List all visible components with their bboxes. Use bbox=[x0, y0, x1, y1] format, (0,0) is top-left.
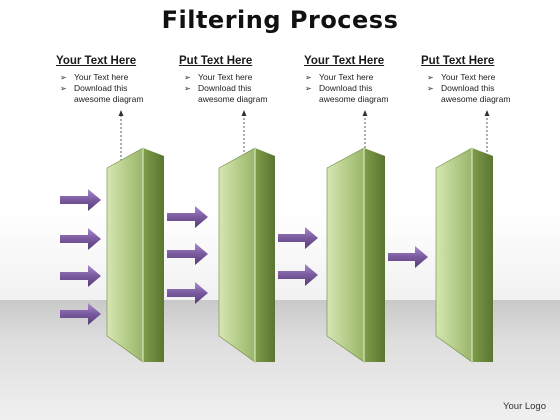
bullet-arrow-icon: ➢ bbox=[60, 73, 67, 82]
bullet-item: ➢Download this awesome diagram bbox=[305, 83, 389, 104]
column-2-bullets: ➢Your Text here ➢Download this awesome d… bbox=[182, 72, 282, 105]
bullet-item: ➢Download this awesome diagram bbox=[60, 83, 144, 104]
filter-panel-3 bbox=[326, 147, 385, 363]
flow-arrow-icon bbox=[167, 206, 208, 228]
bullet-arrow-icon: ➢ bbox=[184, 73, 191, 82]
flow-arrow-icon bbox=[278, 264, 318, 286]
bullet-item: ➢Download this awesome diagram bbox=[427, 83, 511, 104]
column-4-bullets: ➢Your Text here ➢Download this awesome d… bbox=[425, 72, 525, 105]
column-3-heading: Your Text Here bbox=[304, 55, 385, 67]
bullet-item: ➢Your Text here bbox=[305, 72, 374, 82]
column-1-bullets: ➢Your Text here ➢Download this awesome d… bbox=[58, 72, 158, 105]
bullet-item: ➢Your Text here bbox=[427, 72, 496, 82]
bullet-item: ➢Your Text here bbox=[184, 72, 253, 82]
arrow-group-2 bbox=[167, 206, 208, 304]
column-4-heading: Put Text Here bbox=[421, 55, 495, 67]
guide-arrowheads bbox=[118, 110, 490, 116]
column-3-bullets: ➢Your Text here ➢Download this awesome d… bbox=[303, 72, 403, 105]
flow-arrow-icon bbox=[60, 265, 101, 287]
bullet-arrow-icon: ➢ bbox=[305, 84, 312, 93]
page-title: Filtering Process bbox=[161, 6, 399, 34]
arrow-group-1 bbox=[60, 189, 101, 325]
arrow-group-4 bbox=[388, 246, 428, 268]
bullet-item: ➢Download this awesome diagram bbox=[184, 83, 268, 104]
arrow-group-3 bbox=[278, 227, 318, 286]
bullet-arrow-icon: ➢ bbox=[60, 84, 67, 93]
flow-arrow-icon bbox=[60, 303, 101, 325]
filter-panel-2 bbox=[218, 147, 275, 363]
filter-panel-1 bbox=[106, 147, 164, 363]
guide-arrowhead-2 bbox=[241, 110, 247, 116]
guide-lines bbox=[120, 116, 488, 165]
guide-arrowhead-1 bbox=[118, 110, 124, 116]
bullet-item: ➢Your Text here bbox=[60, 72, 129, 82]
column-1-heading: Your Text Here bbox=[56, 55, 137, 67]
bullet-arrow-icon: ➢ bbox=[305, 73, 312, 82]
column-2-heading: Put Text Here bbox=[179, 55, 253, 67]
flow-arrow-icon bbox=[60, 189, 101, 211]
guide-arrowhead-4 bbox=[484, 110, 490, 116]
flow-arrow-icon bbox=[167, 282, 208, 304]
bullet-arrow-icon: ➢ bbox=[427, 73, 434, 82]
flow-arrow-icon bbox=[278, 227, 318, 249]
guide-arrowhead-3 bbox=[362, 110, 368, 116]
flow-arrow-icon bbox=[388, 246, 428, 268]
bullet-arrow-icon: ➢ bbox=[184, 84, 191, 93]
filter-panel-4 bbox=[435, 147, 493, 363]
bullet-arrow-icon: ➢ bbox=[427, 84, 434, 93]
flow-arrow-icon bbox=[60, 228, 101, 250]
logo-text: Your Logo bbox=[503, 401, 546, 412]
flow-arrow-icon bbox=[167, 243, 208, 265]
